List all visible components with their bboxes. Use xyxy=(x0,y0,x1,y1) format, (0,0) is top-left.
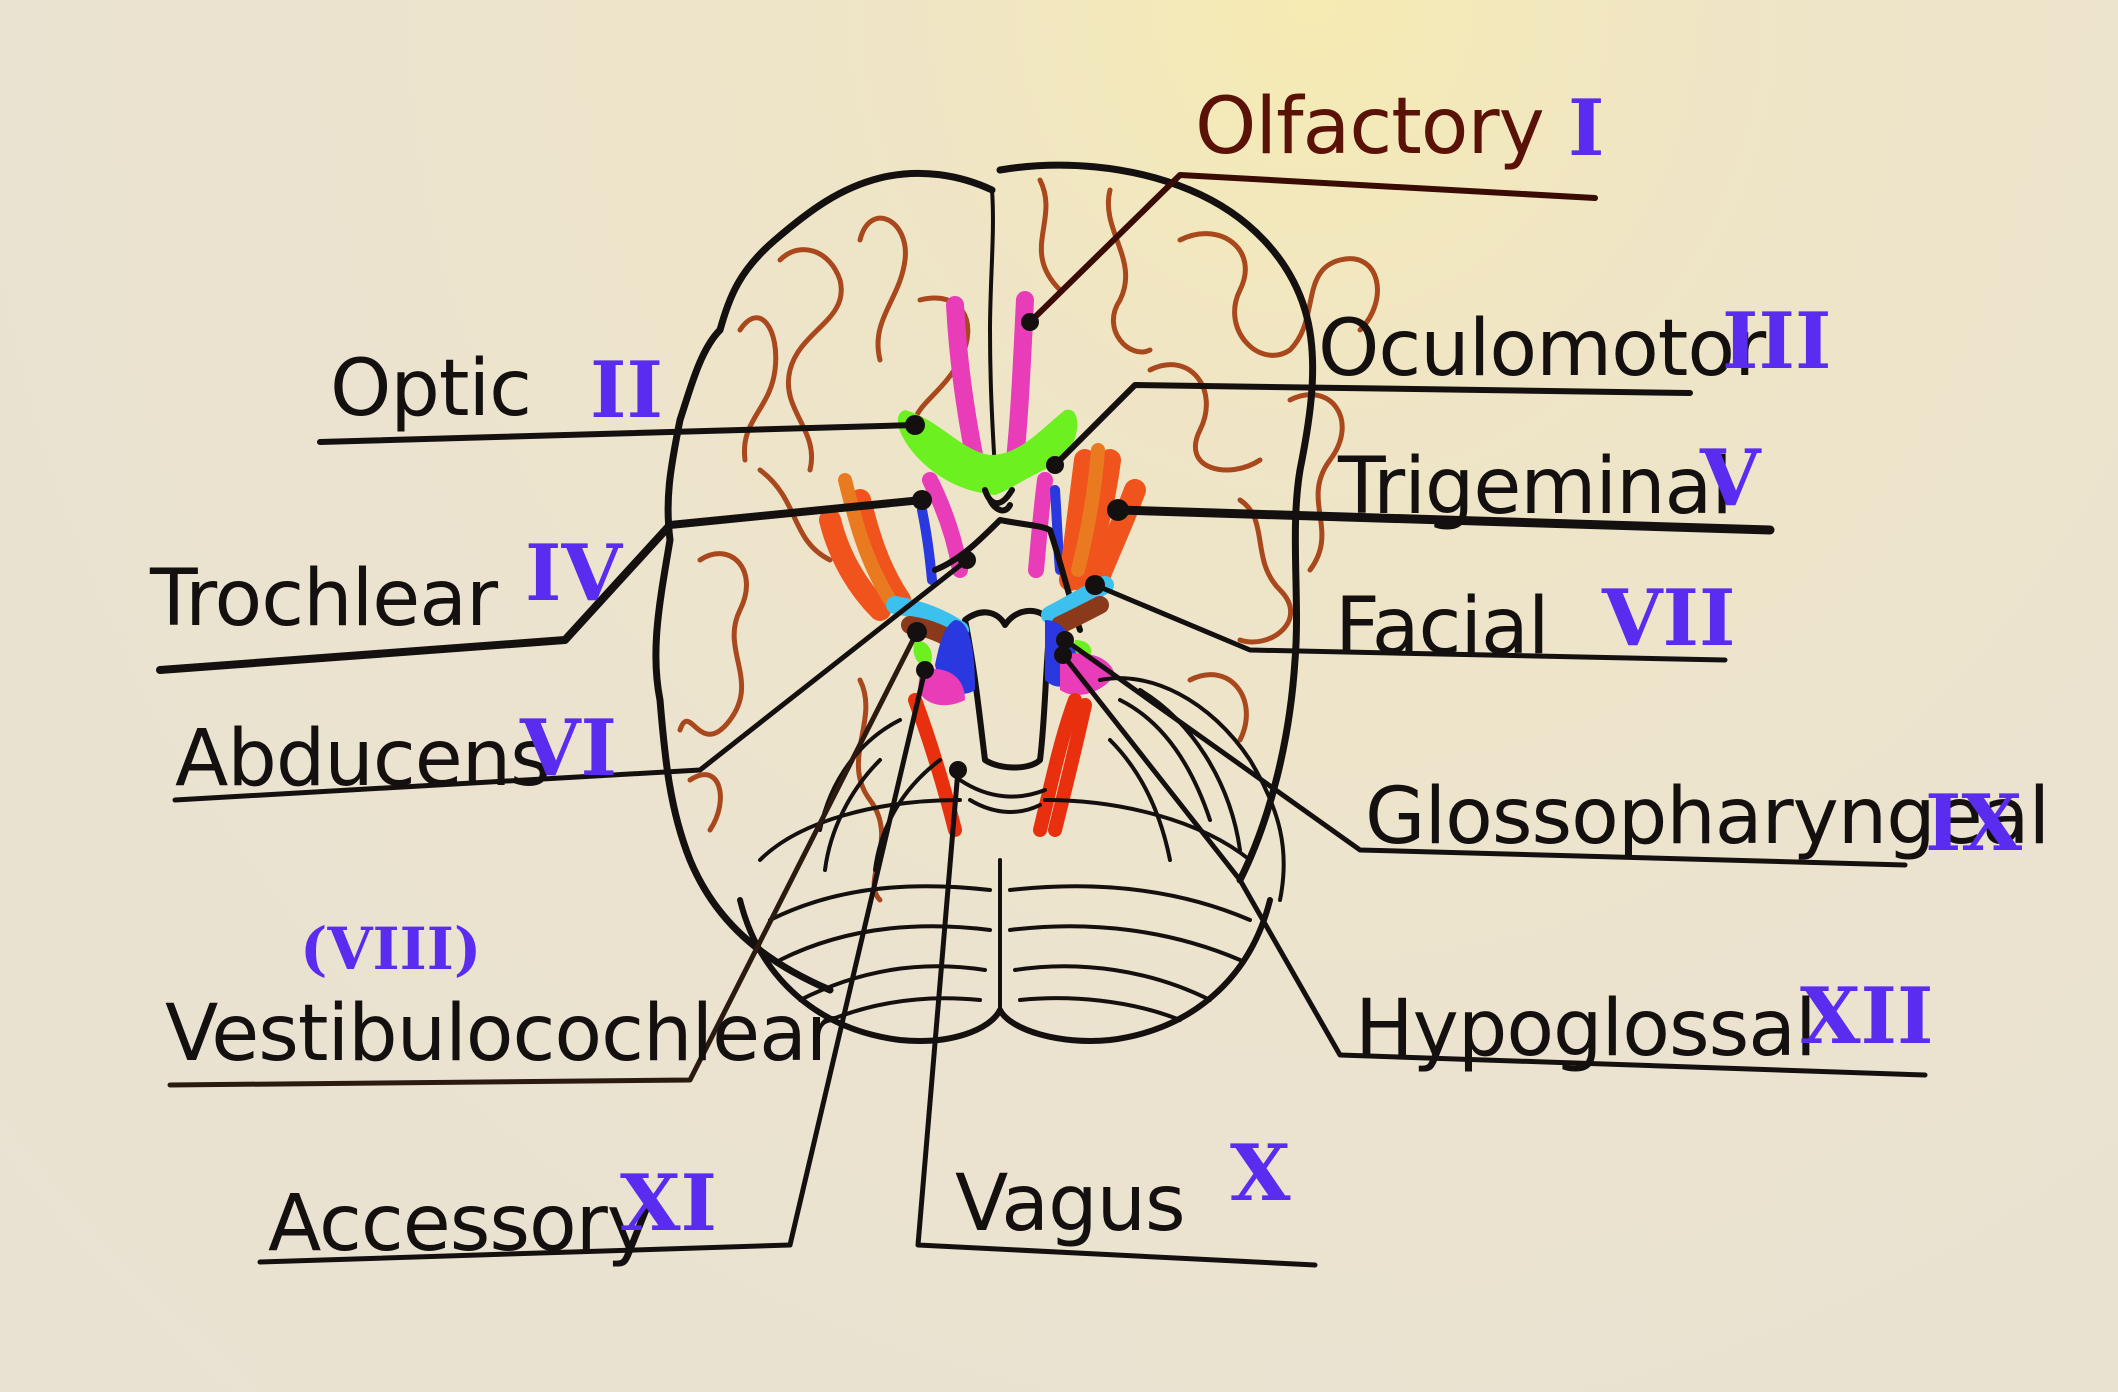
numeral-hypoglossal: XII xyxy=(1800,971,1934,1062)
numeral-vagus: X xyxy=(1230,1128,1291,1219)
longitudinal-fissure xyxy=(988,188,997,472)
numeral-trigeminal: V xyxy=(1700,433,1761,524)
leader-vestibulocochlear xyxy=(167,629,920,1088)
leader-oculomotor xyxy=(1052,382,1693,468)
numeral-trochlear: IV xyxy=(525,528,623,619)
leader-olfactory xyxy=(1027,172,1598,325)
label-abducens: Abducens xyxy=(175,714,551,804)
leader-accessory xyxy=(257,667,928,1265)
numeral-facial: VII xyxy=(1602,573,1736,664)
numeral-olfactory: I xyxy=(1568,83,1605,174)
leader-facial xyxy=(1092,582,1728,663)
cerebral-gyri xyxy=(677,177,1380,903)
optic-chiasm xyxy=(897,409,1078,495)
leader-hypoglossal xyxy=(1060,652,1928,1078)
numeral-oculomotor: III xyxy=(1722,296,1832,387)
label-trochlear: Trochlear xyxy=(150,554,498,644)
label-hypoglossal: Hypoglossal xyxy=(1355,984,1817,1074)
label-vestibulocochlear: Vestibulocochlear xyxy=(165,989,838,1079)
brain-diagram xyxy=(156,161,1928,1268)
medulla-outline xyxy=(962,608,1053,771)
numeral-abducens: VI xyxy=(520,703,618,794)
accessory-vagus-drawing xyxy=(908,693,1092,837)
numeral-vestibulocochlear: (VIII) xyxy=(300,915,482,983)
leader-glossopharyngeal xyxy=(1062,637,1908,868)
leader-trigeminal xyxy=(1113,505,1775,535)
numeral-optic: II xyxy=(590,345,663,436)
leader-vagus xyxy=(915,767,1318,1268)
numeral-accessory: XI xyxy=(620,1158,718,1249)
label-facial: Facial xyxy=(1335,582,1550,672)
label-oculomotor: Oculomotor xyxy=(1318,304,1766,394)
label-trigeminal: Trigeminal xyxy=(1338,442,1733,532)
numeral-glossopharyngeal: IX xyxy=(1925,778,2023,869)
leader-trochlear xyxy=(156,496,926,674)
label-vagus: Vagus xyxy=(955,1159,1186,1249)
pons-outline xyxy=(932,517,1083,633)
leader-optic xyxy=(317,422,918,445)
label-glossopharyngeal: Glossopharyngeal xyxy=(1365,772,2050,862)
label-olfactory: Olfactory xyxy=(1195,82,1545,172)
label-optic: Optic xyxy=(330,344,532,434)
leader-lines xyxy=(156,172,1928,1268)
label-accessory: Accessory xyxy=(268,1179,653,1269)
cerebrum-outline xyxy=(652,169,996,994)
leader-abducens xyxy=(172,557,970,803)
leader-dots xyxy=(905,313,1129,779)
